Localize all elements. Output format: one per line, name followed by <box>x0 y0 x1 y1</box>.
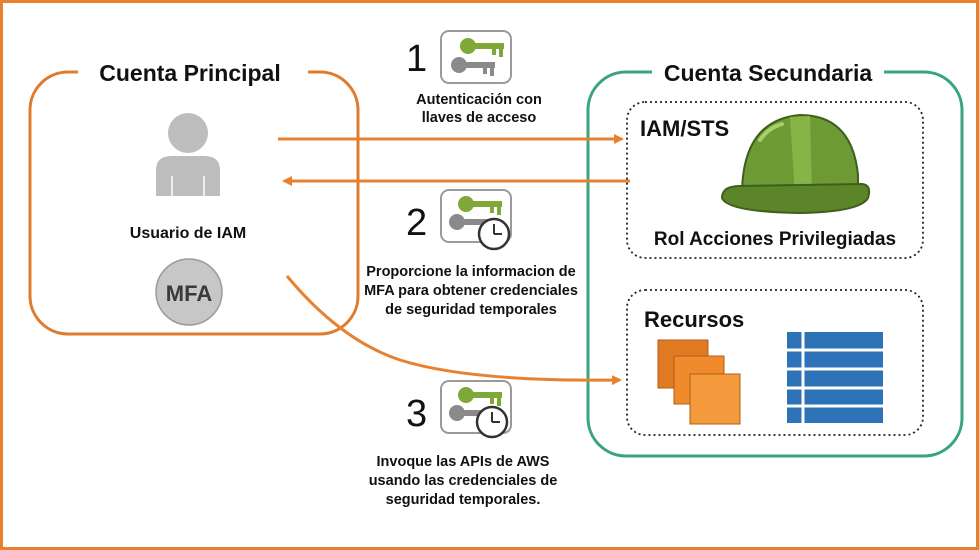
user-label: Usuario de IAM <box>130 225 246 242</box>
resources-title: Recursos <box>644 307 744 332</box>
principal-title-mask <box>78 58 308 88</box>
secondary-title: Cuenta Secundaria <box>664 60 873 86</box>
iam-sts-box <box>626 101 924 259</box>
key-clock-icon <box>440 189 512 251</box>
iam-sts-title: IAM/STS <box>640 116 729 141</box>
step-1-number: 1 <box>406 38 427 80</box>
secondary-title-mask <box>652 58 884 88</box>
principal-title: Cuenta Principal <box>99 60 280 86</box>
principal-account: Cuenta Principal Usuario de IAM MFA <box>28 58 360 336</box>
step-3: 3 Invoque las APIs de AWS usando las cre… <box>369 380 558 508</box>
step-3-line-1: Invoque las APIs de AWS <box>377 454 550 470</box>
step-2-line-3: de seguridad temporales <box>385 302 557 318</box>
step-3-number: 3 <box>406 393 427 435</box>
mfa-badge: MFA <box>155 258 223 326</box>
arrow-user-to-resources <box>285 275 622 386</box>
table-icon <box>787 332 883 423</box>
role-label: Rol Acciones Privilegiadas <box>654 229 896 250</box>
step-2: 2 Proporcione la informacion de MFA para… <box>364 189 578 318</box>
step-3-line-3: seguridad temporales. <box>386 492 541 508</box>
step-1-line-1: Autenticación con <box>416 92 542 108</box>
step-1: 1 Autenticación con llaves de acceso <box>406 30 542 126</box>
step-2-line-1: Proporcione la informacion de <box>366 264 575 280</box>
user-icon <box>156 113 220 196</box>
step-3-line-2: usando las credenciales de <box>369 473 558 489</box>
step-2-number: 2 <box>406 202 427 244</box>
key-icon <box>440 30 512 84</box>
secondary-account: Cuenta Secundaria IAM/STS Rol Acciones P… <box>586 58 964 458</box>
step-2-line-2: MFA para obtener credenciales <box>364 283 578 299</box>
instances-icon <box>657 339 741 425</box>
resources-box <box>626 289 924 436</box>
hard-hat-icon <box>720 113 871 215</box>
key-clock-icon <box>440 380 512 439</box>
mfa-label: MFA <box>166 281 213 306</box>
step-1-line-2: llaves de acceso <box>422 110 537 126</box>
